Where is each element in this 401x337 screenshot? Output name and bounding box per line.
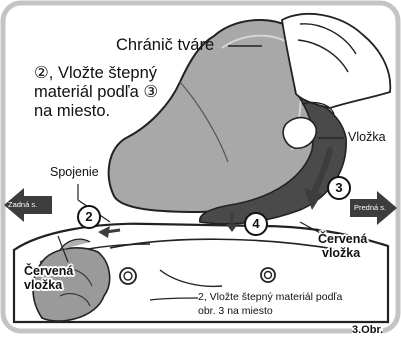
label-front: Predná s. <box>354 203 386 212</box>
label-red-liner-left-1: Červená <box>24 264 73 279</box>
label-connection: Spojenie <box>50 165 99 180</box>
label-step-instruction-2: materiál podľa ③ <box>34 83 158 103</box>
label-face-guard: Chránič tváre <box>116 36 214 56</box>
vent-hole <box>124 272 132 280</box>
arrow-2-stem <box>106 230 120 232</box>
label-red-liner-right-2: vložka <box>322 246 360 261</box>
step-number-2: 2 <box>77 205 101 229</box>
label-back: Zadná s. <box>8 200 37 209</box>
label-step-instruction-3: na miesto. <box>34 102 110 122</box>
label-red-liner-right-1: Červená <box>318 232 367 247</box>
figure-number: 3.Obr. <box>352 324 383 337</box>
caption-line-2: obr. 3 na miesto <box>198 305 273 318</box>
step-number-4: 4 <box>244 212 268 236</box>
label-step-instruction-1: ②, Vložte štepný <box>34 64 157 84</box>
caption-line-1: 2, Vložte štepný materiál podľa <box>198 291 342 304</box>
label-red-liner-left-2: vložka <box>24 278 62 293</box>
vent-hole <box>265 272 272 279</box>
label-liner: Vložka <box>348 130 386 145</box>
step-number-3: 3 <box>327 176 351 200</box>
